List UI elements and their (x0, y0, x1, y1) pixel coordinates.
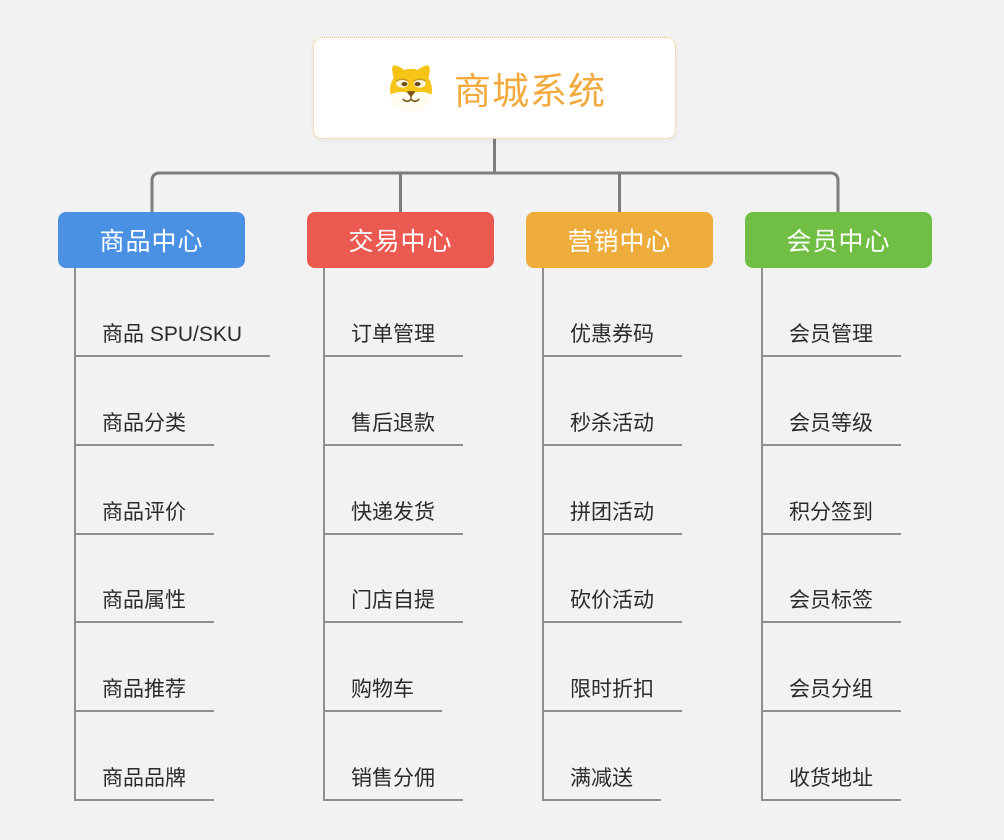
leaf-node[interactable]: 订单管理 (323, 317, 463, 357)
leaf-node[interactable]: 门店自提 (323, 583, 463, 623)
leaf-node[interactable]: 会员管理 (761, 317, 901, 357)
leaf-node[interactable]: 会员等级 (761, 406, 901, 446)
root-title: 商城系统 (454, 71, 606, 112)
branch-header[interactable]: 营销中心 (526, 212, 713, 268)
leaf-node[interactable]: 积分签到 (761, 495, 901, 535)
branch-header-label: 营销中心 (567, 228, 672, 256)
leaf-node[interactable]: 商品推荐 (74, 672, 214, 712)
leaf-node[interactable]: 砍价活动 (542, 583, 682, 623)
leaf-node[interactable]: 快递发货 (323, 495, 463, 535)
branch-header-label: 商品中心 (99, 228, 204, 256)
leaf-node[interactable]: 满减送 (542, 761, 661, 801)
branch-header-label: 会员中心 (786, 228, 891, 256)
leaf-node[interactable]: 拼团活动 (542, 495, 682, 535)
leaf-node[interactable]: 收货地址 (761, 761, 901, 801)
leaf-node[interactable]: 会员标签 (761, 583, 901, 623)
leaf-node[interactable]: 商品 SPU/SKU (74, 317, 271, 357)
leaf-node[interactable]: 售后退款 (323, 406, 463, 446)
leaf-node[interactable]: 优惠券码 (542, 317, 682, 357)
branch-header[interactable]: 交易中心 (307, 212, 494, 268)
leaf-node[interactable]: 秒杀活动 (542, 406, 682, 446)
leaf-node[interactable]: 商品分类 (74, 406, 214, 446)
leaf-node[interactable]: 商品评价 (74, 495, 214, 535)
root-node[interactable]: 商城系统 (313, 37, 676, 139)
leaf-node[interactable]: 限时折扣 (542, 672, 682, 712)
branch-header[interactable]: 会员中心 (745, 212, 932, 268)
branch-header-label: 交易中心 (348, 228, 453, 256)
leaf-node[interactable]: 购物车 (323, 672, 442, 712)
leaf-node[interactable]: 商品属性 (74, 583, 214, 623)
leaf-node[interactable]: 销售分佣 (323, 761, 463, 801)
leaf-node[interactable]: 会员分组 (761, 672, 901, 712)
branch-header[interactable]: 商品中心 (58, 212, 245, 268)
dog-face-icon (390, 65, 432, 111)
leaf-node[interactable]: 商品品牌 (74, 761, 214, 801)
